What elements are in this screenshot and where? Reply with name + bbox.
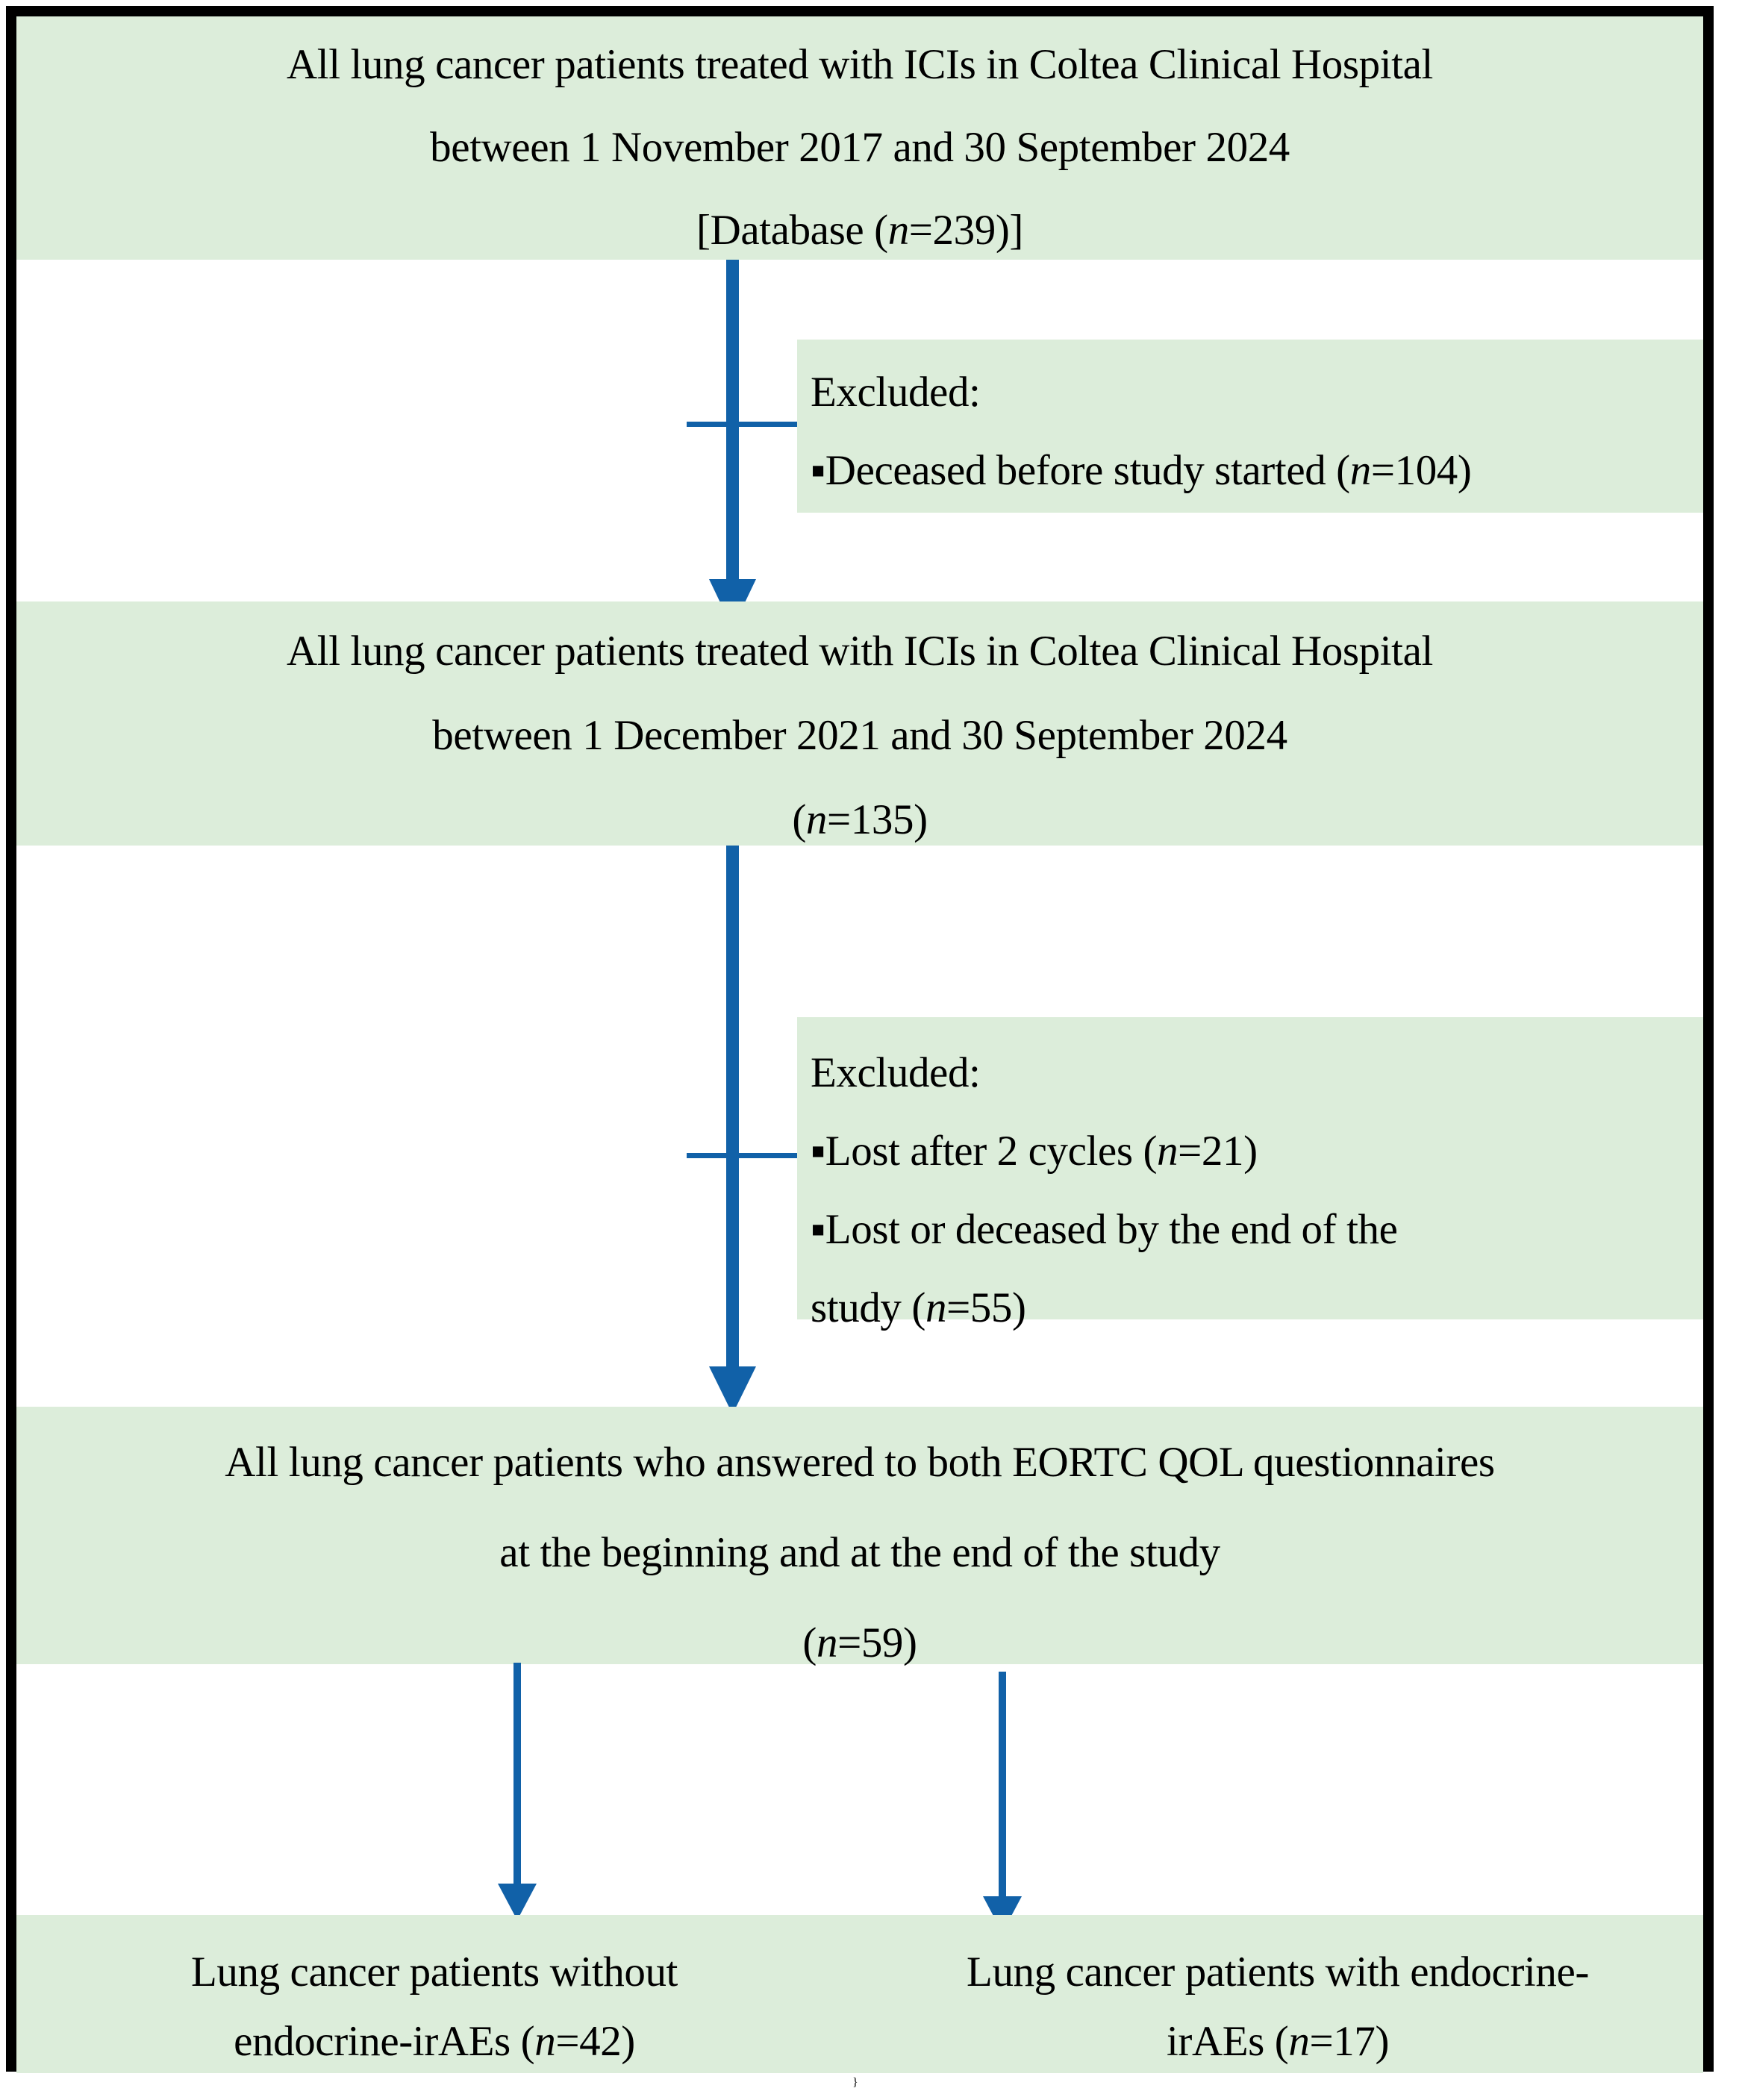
excluded-2-item-2-n-symbol: n xyxy=(925,1284,947,1331)
outcome-without-prefix: endocrine-irAEs ( xyxy=(234,2018,535,2065)
answered-n-symbol: n xyxy=(816,1619,838,1666)
outcome-with-prefix: irAEs ( xyxy=(1166,2018,1289,2065)
excluded-1-count: =104) xyxy=(1370,447,1472,494)
node-cohort-2021: All lung cancer patients treated with IC… xyxy=(16,601,1703,846)
excluded-2-item-2-count: =55) xyxy=(946,1284,1026,1331)
database-n-symbol: n xyxy=(887,207,910,254)
excluded-2-item-1-n-symbol: n xyxy=(1157,1128,1178,1175)
node-answered-line-1: All lung cancer patients who answered to… xyxy=(225,1439,1495,1486)
database-count: =239)] xyxy=(908,207,1024,254)
outcome-with-line-1: Lung cancer patients with endocrine- xyxy=(967,1949,1589,1996)
node-database-line-2: between 1 November 2017 and 30 September… xyxy=(430,124,1290,171)
node-cohort-line-1: All lung cancer patients treated with IC… xyxy=(287,628,1433,675)
outcome-with-n-symbol: n xyxy=(1288,2018,1310,2065)
excluded-2-item-1-count: =21) xyxy=(1178,1128,1258,1175)
outcome-without-line-2: endocrine-irAEs (n=42) xyxy=(16,2007,852,2076)
node-answered-line-2: at the beginning and at the end of the s… xyxy=(499,1529,1220,1576)
excluded-2-item-1-prefix: ▪Lost after 2 cycles ( xyxy=(811,1128,1158,1175)
outcome-without-line-1: Lung cancer patients without xyxy=(190,1949,678,1996)
edge-answered-to-outcome-without xyxy=(498,1663,537,1920)
node-answered-line-3: (n=59) xyxy=(16,1587,1703,1678)
node-excluded-1: Excluded: ▪Deceased before study started… xyxy=(797,340,1703,513)
cohort-count: =135) xyxy=(827,796,928,843)
excluded-1-item-1: ▪Deceased before study started (n=104) xyxy=(811,431,1703,510)
outcome-without-n-symbol: n xyxy=(534,2018,556,2065)
node-database-line-1: All lung cancer patients treated with IC… xyxy=(287,41,1433,88)
outcome-without-count: =42) xyxy=(555,2018,635,2065)
database-prefix: [Database ( xyxy=(696,207,888,254)
answered-count: =59) xyxy=(837,1619,917,1666)
node-outcome-with-irae: Lung cancer patients with endocrine- irA… xyxy=(852,1915,1703,2089)
edge-answered-to-outcome-with xyxy=(983,1672,1022,1933)
node-outcome-without-irae: Lung cancer patients without endocrine-i… xyxy=(16,1915,852,2073)
excluded-1-item-1-prefix: ▪Deceased before study started ( xyxy=(811,447,1350,494)
edge-cohort-to-answered xyxy=(709,846,756,1414)
node-cohort-line-3: (n=135) xyxy=(16,770,1703,854)
excluded-1-n-symbol: n xyxy=(1349,447,1372,494)
cohort-prefix: ( xyxy=(792,796,806,843)
outcome-with-line-2: irAEs (n=17) xyxy=(852,2007,1703,2076)
cohort-n-symbol: n xyxy=(805,796,828,843)
node-answered-both: All lung cancer patients who answered to… xyxy=(16,1407,1703,1666)
node-excluded-2: Excluded: ▪Lost after 2 cycles (n=21) ▪L… xyxy=(797,1017,1703,1331)
node-cohort-line-2: between 1 December 2021 and 30 September… xyxy=(432,712,1287,759)
node-database-line-3: [Database (n=239)] xyxy=(16,182,1703,265)
excluded-1-heading: Excluded: xyxy=(811,369,981,416)
excluded-2-item-2: ▪Lost or deceased by the end of the xyxy=(811,1206,1398,1253)
excluded-2-item-1: ▪Lost after 2 cycles (n=21) xyxy=(811,1112,1703,1190)
node-database-population: All lung cancer patients treated with IC… xyxy=(16,16,1703,260)
outcome-with-count: =17) xyxy=(1309,2018,1390,2065)
excluded-2-item-2-prefix: study ( xyxy=(811,1284,925,1331)
answered-prefix: ( xyxy=(802,1619,817,1666)
excluded-2-heading: Excluded: xyxy=(811,1049,981,1096)
excluded-2-item-2-cont: study (n=55) xyxy=(811,1269,1703,1347)
